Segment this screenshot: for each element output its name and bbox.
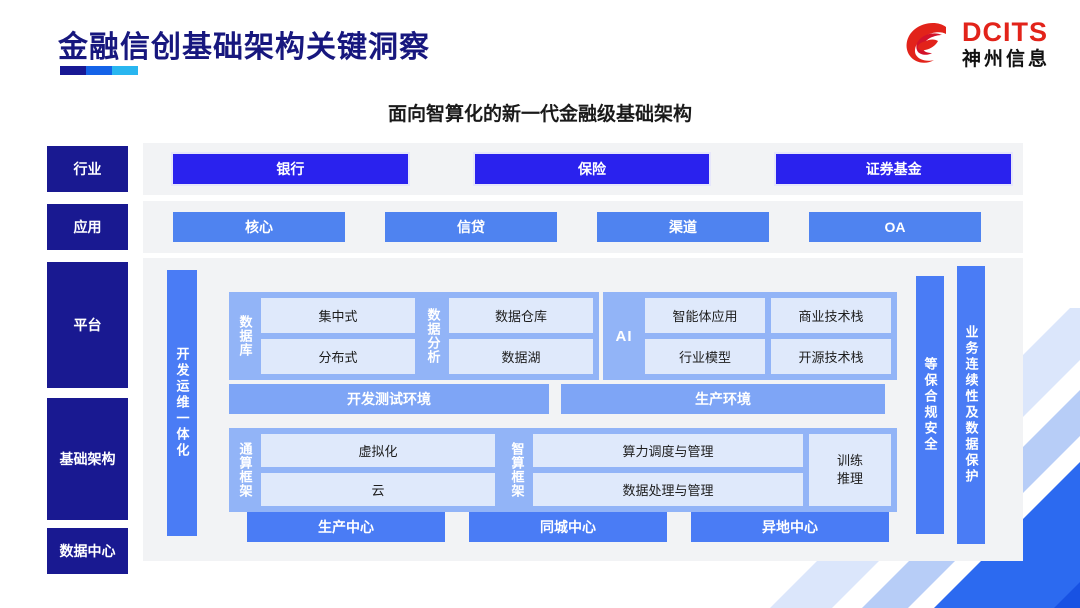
- platform-main-panel: 开发运维一体化 等保合规安全 业务连续性及数据保护 数据库 集中式 分布式 数据…: [143, 258, 1023, 561]
- diagram-subtitle: 面向智算化的新一代金融级基础架构: [387, 104, 692, 125]
- chip-agent-application[interactable]: 智能体应用: [645, 298, 765, 333]
- card-intelligent-computing-framework[interactable]: 智算框架 算力调度与管理 数据处理与管理 训练 推理: [501, 428, 897, 512]
- card-data-analysis[interactable]: 数据分析 数据仓库 数据湖: [417, 292, 599, 380]
- card-database-label: 数据库: [237, 315, 253, 357]
- dcits-logo: DCITS 神州信息: [902, 18, 1050, 70]
- sidebar-item-application[interactable]: 应用: [47, 204, 128, 250]
- title-underline-accent: [60, 66, 138, 75]
- industry-row-panel: 银行 保险 证券基金: [143, 143, 1023, 195]
- card-ai[interactable]: AI 智能体应用 商业技术栈 行业模型 开源技术栈: [603, 292, 897, 380]
- chip-cloud[interactable]: 云: [261, 473, 495, 506]
- chip-data-processing[interactable]: 数据处理与管理: [533, 473, 803, 506]
- industry-item-securities-fund[interactable]: 证券基金: [776, 154, 1012, 184]
- chip-training-inference[interactable]: 训练 推理: [809, 434, 891, 506]
- application-item-credit[interactable]: 信贷: [385, 212, 557, 242]
- chip-data-warehouse[interactable]: 数据仓库: [449, 298, 593, 333]
- chip-compute-scheduling[interactable]: 算力调度与管理: [533, 434, 803, 467]
- devops-vertical-bar[interactable]: 开发运维一体化: [167, 270, 197, 536]
- sidebar-item-industry[interactable]: 行业: [47, 146, 128, 192]
- card-data-analysis-label: 数据分析: [425, 308, 441, 364]
- page-title: 金融信创基础架构关键洞察: [58, 31, 430, 64]
- chip-opensource-stack[interactable]: 开源技术栈: [771, 339, 891, 374]
- sidebar-item-infrastructure[interactable]: 基础架构: [47, 398, 128, 520]
- industry-item-insurance[interactable]: 保险: [474, 154, 710, 184]
- datacenter-metro[interactable]: 同城中心: [469, 512, 667, 542]
- application-item-core[interactable]: 核心: [173, 212, 345, 242]
- card-general-computing-framework[interactable]: 通算框架 虚拟化 云: [229, 428, 501, 512]
- card-ai-label: AI: [615, 327, 633, 345]
- chip-data-lake[interactable]: 数据湖: [449, 339, 593, 374]
- bar-production-environment[interactable]: 生产环境: [561, 384, 885, 414]
- application-row-panel: 核心 信贷 渠道 OA: [143, 201, 1023, 253]
- chip-commercial-stack[interactable]: 商业技术栈: [771, 298, 891, 333]
- chip-industry-model[interactable]: 行业模型: [645, 339, 765, 374]
- datacenter-production[interactable]: 生产中心: [247, 512, 445, 542]
- bar-dev-test-environment[interactable]: 开发测试环境: [229, 384, 549, 414]
- chip-distributed[interactable]: 分布式: [261, 339, 415, 374]
- chip-virtualization[interactable]: 虚拟化: [261, 434, 495, 467]
- chip-centralized[interactable]: 集中式: [261, 298, 415, 333]
- logo-text-en: DCITS: [961, 17, 1048, 47]
- card-general-framework-label: 通算框架: [237, 442, 253, 498]
- card-database[interactable]: 数据库 集中式 分布式: [229, 292, 421, 380]
- sidebar-item-platform[interactable]: 平台: [47, 262, 128, 388]
- vertical-bar-business-continuity[interactable]: 业务连续性及数据保护: [957, 266, 985, 544]
- swirl-logo-icon: [902, 18, 954, 70]
- application-item-channel[interactable]: 渠道: [597, 212, 769, 242]
- vertical-bar-security-compliance[interactable]: 等保合规安全: [916, 276, 944, 534]
- logo-text-cn: 神州信息: [961, 49, 1050, 70]
- sidebar-item-datacenter[interactable]: 数据中心: [47, 528, 128, 574]
- datacenter-remote[interactable]: 异地中心: [691, 512, 889, 542]
- card-intelligent-framework-label: 智算框架: [509, 442, 525, 498]
- industry-item-bank[interactable]: 银行: [173, 154, 408, 184]
- application-item-oa[interactable]: OA: [809, 212, 981, 242]
